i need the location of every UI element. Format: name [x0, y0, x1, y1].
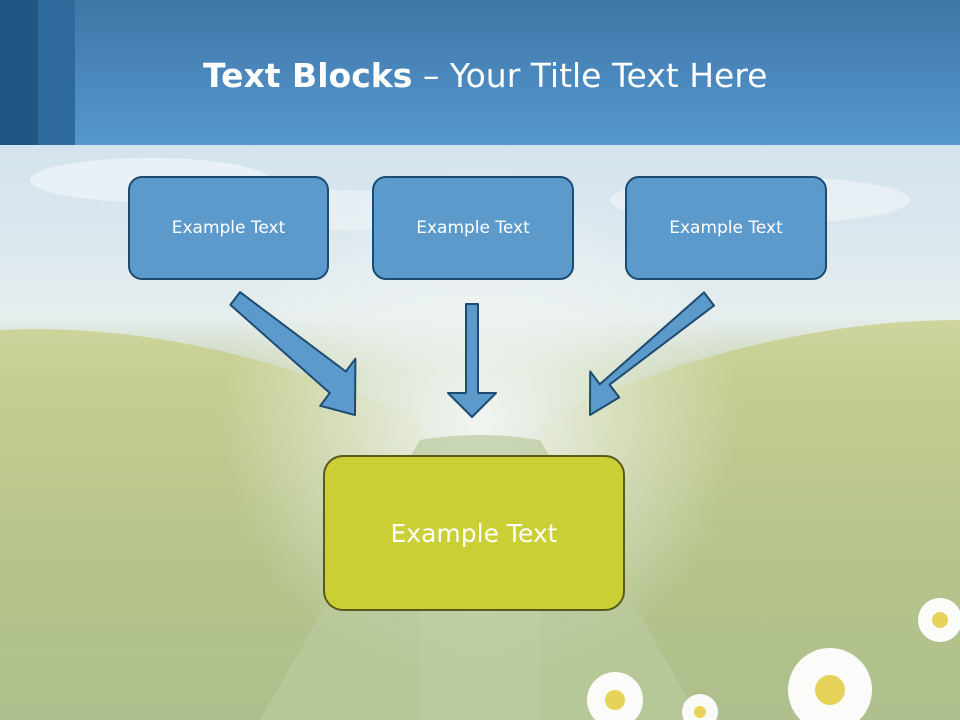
text-block-1[interactable]: Example Text	[128, 176, 329, 280]
header-accent-stripe-dark	[0, 0, 38, 145]
arrow-center-down	[447, 303, 497, 418]
text-block-1-label: Example Text	[171, 218, 286, 238]
text-block-2[interactable]: Example Text	[372, 176, 574, 280]
text-block-3[interactable]: Example Text	[625, 176, 827, 280]
text-block-2-label: Example Text	[416, 218, 530, 238]
slide-title[interactable]: Text Blocks – Your Title Text Here	[203, 52, 767, 100]
title-bold-part: Text Blocks	[203, 56, 413, 95]
header-accent-stripe	[38, 0, 75, 145]
arrow-right-diagonal	[589, 291, 715, 416]
title-rest: Your Title Text Here	[449, 56, 768, 95]
result-text-block[interactable]: Example Text	[323, 455, 625, 611]
text-block-3-label: Example Text	[669, 218, 783, 238]
title-header-band	[0, 0, 960, 145]
arrow-left-diagonal	[229, 291, 357, 416]
result-text-block-label: Example Text	[390, 518, 558, 548]
title-dash: –	[412, 56, 450, 95]
